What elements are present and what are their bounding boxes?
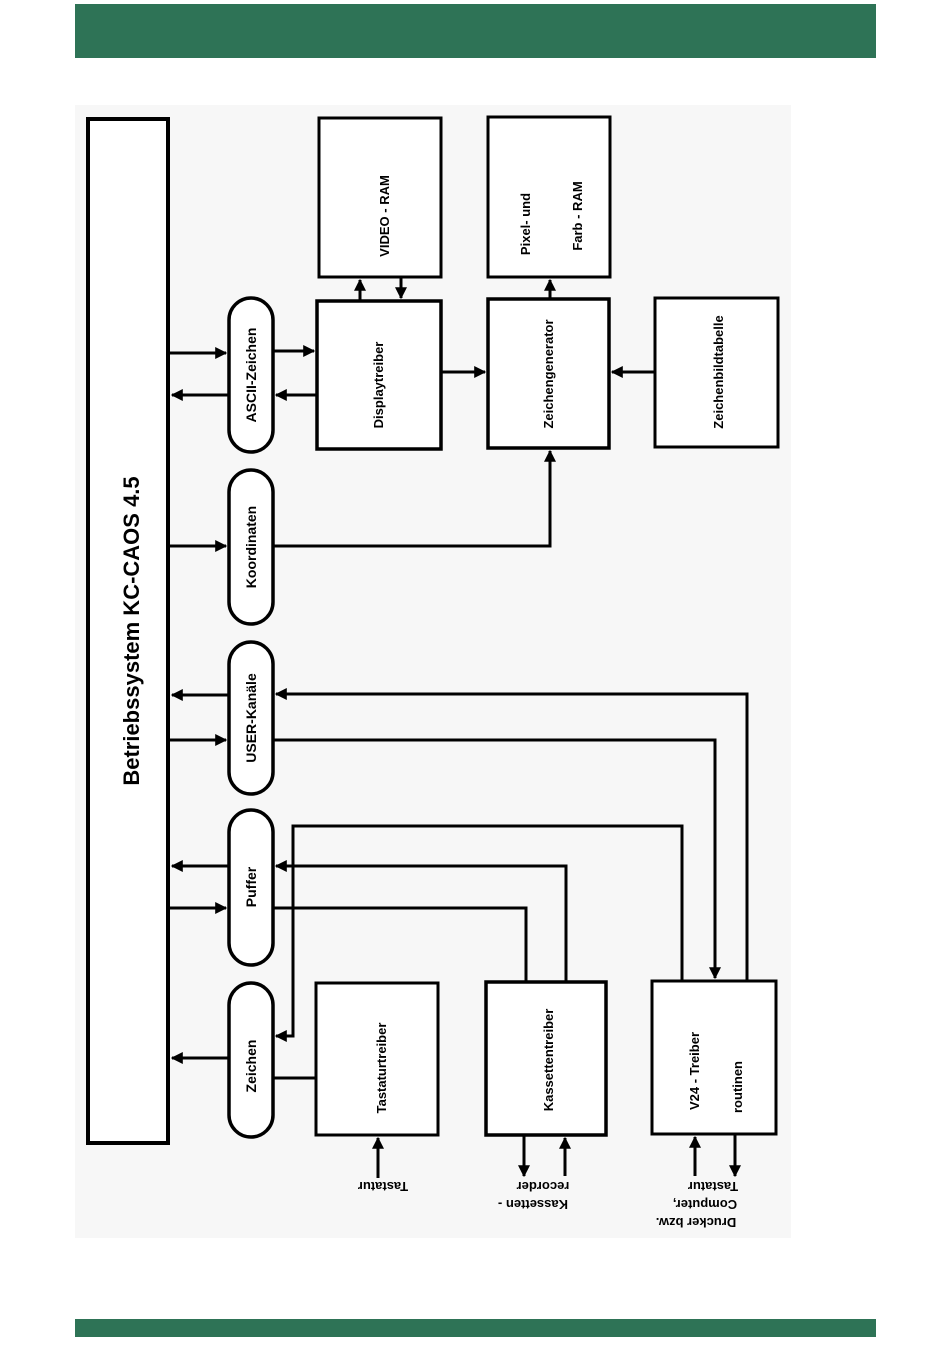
device-kassette-line1: Kassetten - [498,1197,568,1212]
device-drucker-line3: Tastatur [688,1179,738,1194]
channel-ascii-label: ASCII-Zeichen [243,328,259,423]
module-zeichenbildtabelle: Zeichenbildtabelle [655,298,778,447]
channel-user: USER-Kanäle [229,642,273,794]
module-zeichenbildtabelle-label: Zeichenbildtabelle [711,315,726,428]
channel-puffer-label: Puffer [243,866,259,907]
module-pixel-ram-line1: Pixel- und [518,193,533,255]
device-kassette-line2: recorder [517,1179,570,1194]
device-drucker-line2: Computer, [673,1197,737,1212]
module-tastaturtreiber-label: Tastaturtreiber [374,1023,389,1114]
module-kassettentreiber-label: Kassettentreiber [541,1009,556,1112]
module-pixel-ram-line2: Farb - RAM [570,181,585,250]
os-title: Betriebssystem KC-CAOS 4.5 [119,476,144,785]
module-pixel-farb-ram: Pixel- und Farb - RAM [488,117,610,277]
module-v24-treiber: V24 - Treiber routinen [652,981,776,1134]
channel-koordinaten-label: Koordinaten [243,506,259,588]
channel-zeichen: Zeichen [229,983,273,1137]
module-displaytreiber-label: Displaytreiber [371,342,386,429]
channel-user-label: USER-Kanäle [243,673,259,763]
module-kassettentreiber: Kassettentreiber [486,982,606,1135]
module-video-ram-label: VIDEO - RAM [377,175,392,257]
channel-koordinaten: Koordinaten [229,470,273,624]
channel-puffer: Puffer [229,810,273,965]
module-v24-line2: routinen [730,1061,745,1113]
channel-zeichen-label: Zeichen [243,1040,259,1093]
module-v24-line1: V24 - Treiber [687,1032,702,1110]
module-tastaturtreiber: Tastaturtreiber [316,983,438,1135]
module-zeichengenerator: Zeichengenerator [488,299,609,448]
device-drucker-line1: Drucker bzw. [656,1215,736,1230]
module-displaytreiber: Displaytreiber [317,301,441,449]
channel-ascii: ASCII-Zeichen [229,298,273,452]
module-video-ram: VIDEO - RAM [319,118,441,277]
module-zeichengenerator-label: Zeichengenerator [541,319,556,428]
device-tastatur: Tastatur [358,1179,408,1194]
